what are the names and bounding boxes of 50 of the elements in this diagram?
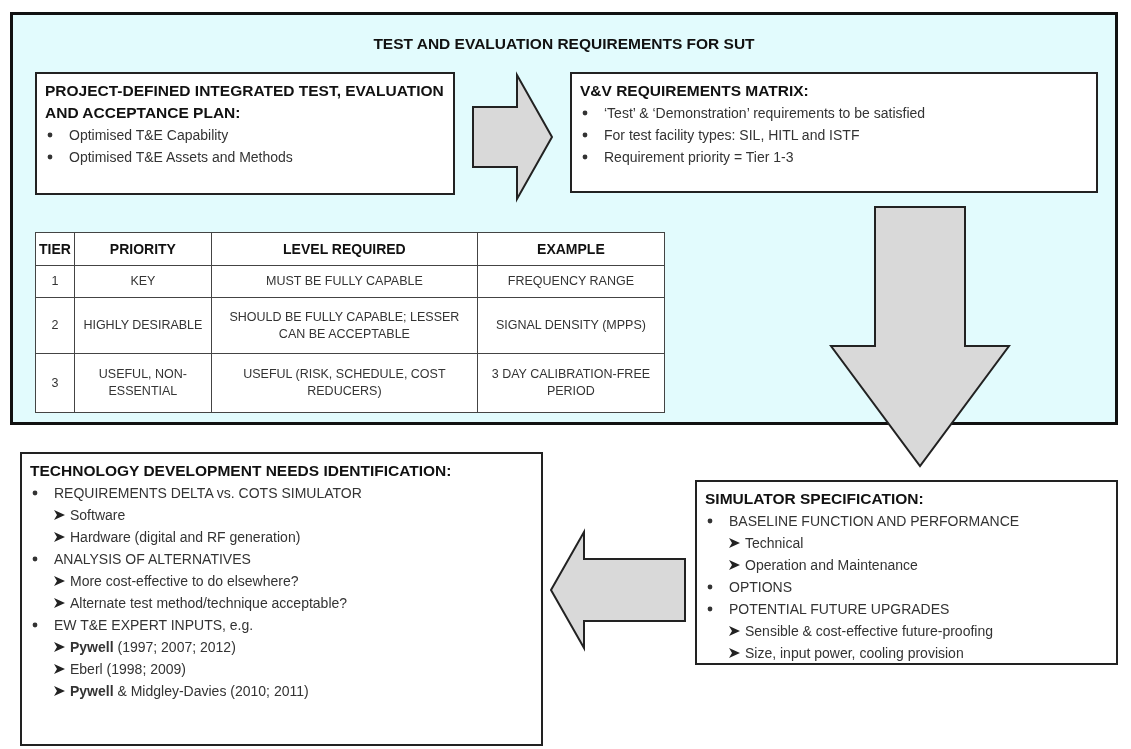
sub-bullet-item: Size, input power, cooling provision — [745, 644, 964, 663]
bullet-item: BASELINE FUNCTION AND PERFORMANCE — [729, 512, 1020, 531]
sub-bullet-item: More cost-effective to do elsewhere? — [70, 572, 299, 591]
table-cell: HIGHLY DESIRABLE — [74, 297, 212, 354]
bullet-item: ANALYSIS OF ALTERNATIVES — [54, 550, 251, 569]
box-heading: SIMULATOR SPECIFICATION: — [705, 489, 925, 509]
box-heading: V&V REQUIREMENTS MATRIX: — [580, 81, 810, 101]
header-cell: EXAMPLE — [477, 232, 665, 266]
block-arrow — [549, 528, 686, 652]
sub-bullet-item: Hardware (digital and RF generation) — [70, 528, 301, 547]
bullet-item: Optimised T&E Capability — [69, 126, 229, 145]
sub-bullet-item: Eberl (1998; 2009) — [70, 660, 186, 679]
sub-bullet-item: Pywell & Midgley-Davies (2010; 2011) — [70, 682, 309, 701]
bullet-item: Requirement priority = Tier 1-3 — [604, 148, 794, 167]
sub-bullet-item: Alternate test method/technique acceptable? — [70, 594, 348, 613]
bullet-item: OPTIONS — [729, 578, 792, 597]
sub-bullet-item: Technical — [745, 534, 804, 553]
sub-bullet-item: Pywell (1997; 2007; 2012) — [70, 638, 236, 657]
sub-bullet-item: Operation and Maintenance — [745, 556, 918, 575]
block-arrow — [472, 71, 554, 203]
bullet-item: For test facility types: SIL, HITL and ISTF — [604, 126, 860, 145]
bullet-item: EW T&E EXPERT INPUTS, e.g. — [54, 616, 254, 635]
header-cell: LEVEL REQUIRED — [211, 232, 478, 266]
table-cell: SIGNAL DENSITY (MPPS) — [477, 297, 665, 354]
text-box — [570, 72, 1098, 193]
table-cell: 3 — [35, 353, 75, 413]
bullet-item: POTENTIAL FUTURE UPGRADES — [729, 600, 950, 619]
block-arrow — [829, 206, 1011, 468]
sub-bullet-item: Software — [70, 506, 126, 525]
table-cell: KEY — [74, 265, 212, 298]
box-heading: PROJECT-DEFINED INTEGRATED TEST, EVALUATION AND ACCEPTANCE PLAN: — [45, 81, 445, 123]
text-box — [20, 452, 543, 746]
box-heading: TECHNOLOGY DEVELOPMENT NEEDS IDENTIFICATION: — [30, 461, 453, 481]
text-box — [35, 72, 455, 195]
table-cell: 1 — [35, 265, 75, 298]
table-cell: 3 DAY CALIBRATION-FREE PERIOD — [477, 353, 665, 413]
table-cell: MUST BE FULLY CAPABLE — [211, 265, 478, 298]
table-cell: SHOULD BE FULLY CAPABLE; LESSER CAN BE ACCEPTABLE — [211, 297, 478, 354]
bullet-item: Optimised T&E Assets and Methods — [69, 148, 293, 167]
table-cell: FREQUENCY RANGE — [477, 265, 665, 298]
bullet-item: REQUIREMENTS DELTA vs. COTS SIMULATOR — [54, 484, 362, 503]
section-title: TEST AND EVALUATION REQUIREMENTS FOR SUT — [372, 35, 756, 53]
header-cell: TIER — [35, 232, 75, 266]
bullet-item: ‘Test’ & ‘Demonstration’ requirements to be satisfied — [604, 104, 926, 123]
table-cell: USEFUL (RISK, SCHEDULE, COST REDUCERS) — [211, 353, 478, 413]
text-box — [695, 480, 1118, 665]
sub-bullet-item: Sensible & cost-effective future-proofing — [745, 622, 993, 641]
table-cell: USEFUL, NON-ESSENTIAL — [74, 353, 212, 413]
header-cell: PRIORITY — [74, 232, 212, 266]
table-cell: 2 — [35, 297, 75, 354]
